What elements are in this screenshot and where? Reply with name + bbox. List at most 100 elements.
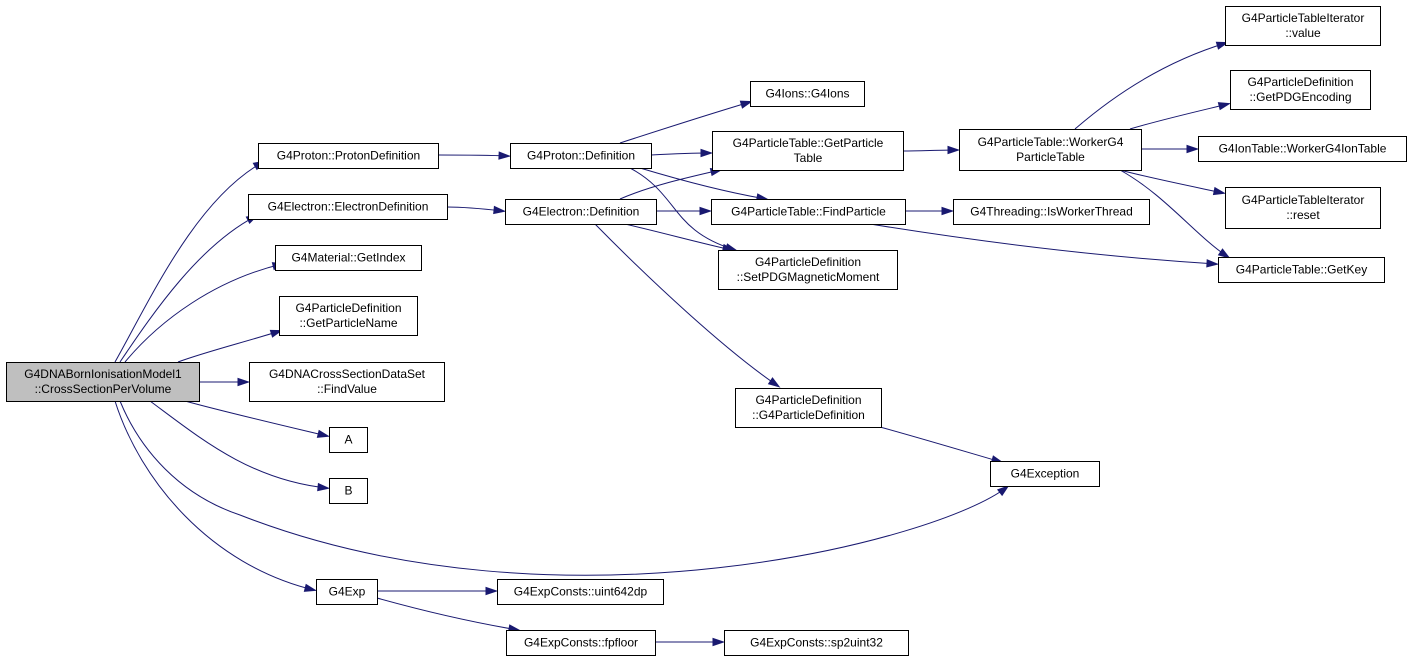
edge-ptWorker-to-ptiValue (1074, 41, 1229, 130)
node-B[interactable]: B (329, 478, 368, 504)
arrowhead-icon (699, 206, 713, 216)
node-protonDef[interactable]: G4Proton::ProtonDefinition (258, 143, 439, 169)
node-box (279, 296, 418, 336)
edge-protonDef-to-protonDefinition (437, 151, 512, 160)
edge-ptWorker-to-ionTableWorker (1140, 144, 1200, 154)
node-box (258, 143, 439, 169)
edge-line (624, 223, 733, 251)
node-expFloor[interactable]: G4ExpConsts::fpfloor (506, 630, 656, 656)
node-box (735, 388, 882, 428)
arrowhead-icon (1212, 186, 1227, 196)
node-box (1225, 187, 1381, 229)
node-exception[interactable]: G4Exception (990, 461, 1100, 487)
node-label: G4Electron::Definition (523, 205, 640, 219)
edge-line (376, 597, 519, 631)
edge-ptWorker-to-ptGetKey (1119, 169, 1231, 259)
arrowhead-icon (700, 148, 714, 158)
edge-line (177, 330, 281, 363)
node-matIndex[interactable]: G4Material::GetIndex (275, 245, 422, 271)
edge-root-to-g4exp (114, 400, 318, 592)
edge-line (619, 101, 751, 144)
edge-line (869, 223, 1217, 265)
arrowhead-icon (947, 145, 961, 155)
node-label: G4ParticleDefinition (755, 393, 861, 407)
edge-ptWorker-to-pdEncoding (1129, 102, 1232, 130)
node-label: G4Exception (1011, 467, 1080, 481)
node-label: G4ExpConsts::uint642dp (514, 585, 648, 599)
node-box (248, 194, 448, 220)
node-g4exp[interactable]: G4Exp (316, 579, 378, 605)
node-box (1218, 257, 1385, 283)
node-box (497, 579, 664, 605)
node-ionTableWorker[interactable]: G4IonTable::WorkerG4IonTable (1198, 136, 1407, 162)
node-expSp2[interactable]: G4ExpConsts::sp2uint32 (724, 630, 909, 656)
node-box (249, 362, 445, 402)
edge-line (1119, 169, 1224, 194)
edge-line (1074, 42, 1227, 130)
node-isWorker[interactable]: G4Threading::IsWorkerThread (953, 199, 1150, 225)
edge-electronDefinition-to-pdSetMag (624, 223, 736, 253)
arrowhead-icon (317, 482, 331, 492)
edge-protonDefinition-to-ptFind (639, 167, 770, 202)
edge-electronDefinition-to-ptGetTable (619, 168, 724, 200)
edge-pdCtor-to-exception (879, 426, 1004, 464)
node-label: G4ParticleTable::GetParticle (733, 136, 884, 150)
edge-line (619, 169, 721, 200)
node-csFind[interactable]: G4DNACrossSectionDataSet::FindValue (249, 362, 445, 402)
node-box (724, 630, 909, 656)
arrowhead-icon (493, 205, 507, 215)
node-label: G4ParticleTableIterator (1242, 193, 1365, 207)
arrowhead-icon (1186, 144, 1200, 154)
node-label: G4Ions::G4Ions (765, 87, 849, 101)
edge-line (119, 400, 1008, 576)
edge-line (119, 215, 257, 363)
node-pdEncoding[interactable]: G4ParticleDefinition::GetPDGEncoding (1230, 70, 1371, 110)
arrowhead-icon (1215, 41, 1229, 50)
node-label: G4DNABornIonisationModel1 (24, 367, 182, 381)
node-box (1230, 70, 1371, 110)
node-electronDef[interactable]: G4Electron::ElectronDefinition (248, 194, 448, 220)
node-label: G4ParticleDefinition (1247, 75, 1353, 89)
node-protonDefinition[interactable]: G4Proton::Definition (510, 143, 652, 169)
node-pdCtor[interactable]: G4ParticleDefinition::G4ParticleDefiniti… (735, 388, 882, 428)
node-label: ::GetPDGEncoding (1249, 90, 1351, 104)
node-ionsIons[interactable]: G4Ions::G4Ions (750, 81, 865, 107)
node-label: ::GetParticleName (299, 316, 397, 330)
node-label: G4ExpConsts::sp2uint32 (750, 636, 883, 650)
arrowhead-icon (237, 377, 251, 387)
node-root[interactable]: G4DNABornIonisationModel1::CrossSectionP… (6, 362, 200, 402)
node-label: G4Threading::IsWorkerThread (970, 205, 1133, 219)
node-label: G4Material::GetIndex (291, 251, 405, 265)
arrowhead-icon (1217, 102, 1232, 111)
node-box (329, 478, 368, 504)
node-box (316, 579, 378, 605)
node-label: G4Proton::ProtonDefinition (277, 149, 420, 163)
node-label: G4ParticleTable::WorkerG4 (978, 135, 1124, 149)
node-expUint[interactable]: G4ExpConsts::uint642dp (497, 579, 664, 605)
node-box (750, 81, 865, 107)
node-pdSetMag[interactable]: G4ParticleDefinition::SetPDGMagneticMome… (718, 250, 898, 290)
edge-protonDefinition-to-ptGetTable (650, 148, 714, 158)
node-ptiReset[interactable]: G4ParticleTableIterator::reset (1225, 187, 1381, 229)
node-label: ::FindValue (317, 382, 377, 396)
edge-root-to-pdGetName (177, 329, 283, 363)
node-label: ::value (1285, 26, 1321, 40)
node-electronDefinition[interactable]: G4Electron::Definition (505, 199, 657, 225)
node-pdGetName[interactable]: G4ParticleDefinition::GetParticleName (279, 296, 418, 336)
edge-line (124, 263, 283, 363)
arrowhead-icon (316, 429, 331, 438)
node-label: Table (794, 151, 823, 165)
node-ptFind[interactable]: G4ParticleTable::FindParticle (711, 199, 906, 225)
edge-electronDefinition-to-ptFind (655, 206, 713, 216)
edge-electronDef-to-electronDefinition (446, 205, 507, 215)
node-ptGetKey[interactable]: G4ParticleTable::GetKey (1218, 257, 1385, 283)
node-ptiValue[interactable]: G4ParticleTableIterator::value (1225, 6, 1381, 46)
arrowhead-icon (1206, 259, 1220, 268)
node-A[interactable]: A (329, 427, 368, 453)
node-label: G4ExpConsts::fpfloor (524, 636, 638, 650)
edge-ptGetTable-to-ptWorker (902, 145, 961, 155)
edge-root-to-protonDef (114, 160, 266, 363)
edge-ptWorker-to-ptiReset (1119, 169, 1227, 196)
